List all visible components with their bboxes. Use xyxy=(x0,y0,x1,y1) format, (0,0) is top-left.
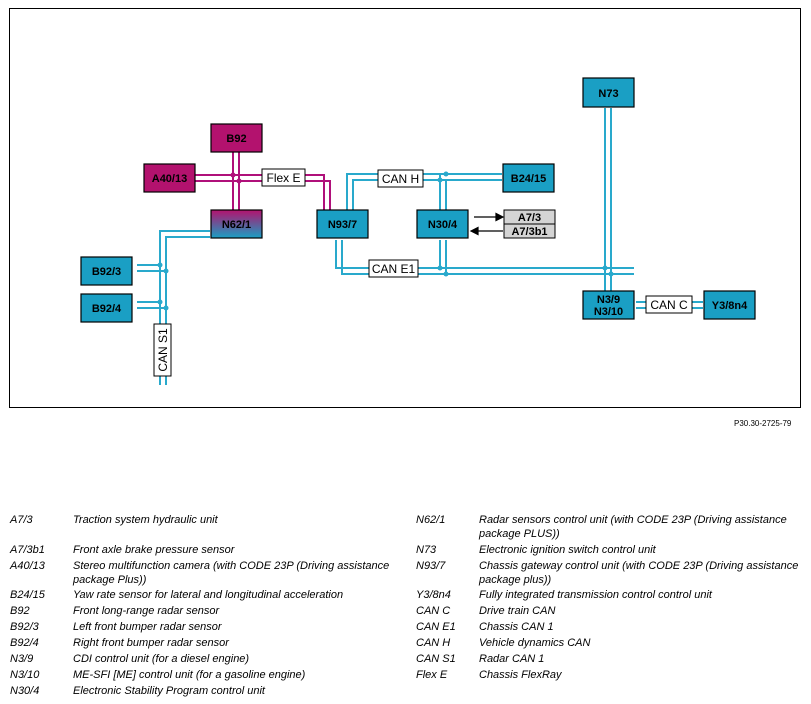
legend-description: Drive train CAN xyxy=(479,605,556,617)
legend-code: N73 xyxy=(416,544,437,556)
legend-code: CAN S1 xyxy=(416,653,456,665)
node-n73: N73 xyxy=(582,77,635,108)
legend-code: Y3/8n4 xyxy=(416,589,451,601)
svg-text:A7/3b1: A7/3b1 xyxy=(511,226,547,238)
legend-description: Radar sensors control unit (with CODE 23… xyxy=(479,514,787,540)
svg-text:Flex E: Flex E xyxy=(266,171,300,185)
svg-text:Y3/8n4: Y3/8n4 xyxy=(712,300,748,312)
svg-text:CAN C: CAN C xyxy=(650,298,688,312)
node-n3-9-n3-10: N3/9 N3/10 xyxy=(582,290,635,320)
svg-text:N93/7: N93/7 xyxy=(328,219,357,231)
svg-text:N73: N73 xyxy=(598,88,618,100)
svg-text:A40/13: A40/13 xyxy=(152,173,187,185)
svg-text:B92/3: B92/3 xyxy=(92,266,121,278)
node-b92: B92 xyxy=(210,123,263,153)
legend-code: N3/9 xyxy=(10,653,34,665)
legend-code: N93/7 xyxy=(416,560,446,572)
legend-code: B92/3 xyxy=(10,621,39,633)
n73-can-line xyxy=(604,108,612,292)
legend-description: Electronic ignition switch control unit xyxy=(479,544,656,556)
diagram-frame xyxy=(9,8,801,408)
legend-description: Chassis gateway control unit (with CODE … xyxy=(479,560,799,586)
legend-code: B24/15 xyxy=(10,589,45,601)
network-diagram: Flex E CAN H CAN E1 CAN C CAN S1 N73 B92… xyxy=(80,77,756,385)
label-can-s1: CAN S1 xyxy=(153,323,172,377)
node-y3-8n4: Y3/8n4 xyxy=(703,290,756,320)
legend-code: CAN C xyxy=(416,605,451,617)
can-e1-line xyxy=(335,240,634,275)
legend-code: A7/3 xyxy=(10,514,33,526)
legend-description: Fully integrated transmission control co… xyxy=(479,589,712,601)
svg-text:CAN H: CAN H xyxy=(382,172,419,186)
legend-code: N3/10 xyxy=(10,669,40,681)
node-b92-4: B92/4 xyxy=(80,293,133,323)
legend-code: B92/4 xyxy=(10,637,39,649)
legend-description: Right front bumper radar sensor xyxy=(73,637,229,649)
label-can-e1: CAN E1 xyxy=(368,259,419,278)
legend-code: Flex E xyxy=(416,669,448,681)
n30-4-can-e1-tie xyxy=(439,240,447,274)
legend-description: ME-SFI [ME] control unit (for a gasoline… xyxy=(73,669,306,681)
legend-code: N30/4 xyxy=(10,685,40,697)
legend-description: Stereo multifunction camera (with CODE 2… xyxy=(73,560,390,586)
node-n30-4: N30/4 xyxy=(416,209,469,239)
can-h-line xyxy=(346,173,502,211)
arrows-a7 xyxy=(469,212,505,236)
legend-description: Front axle brake pressure sensor xyxy=(73,544,235,556)
label-flex-e: Flex E xyxy=(261,168,306,187)
legend-description: Front long-range radar sensor xyxy=(73,605,220,617)
legend-code: A7/3b1 xyxy=(10,544,45,556)
legend-code: CAN H xyxy=(416,637,451,649)
svg-text:N3/10: N3/10 xyxy=(594,306,623,318)
node-a7-3: A7/3 xyxy=(503,209,556,225)
svg-text:B92: B92 xyxy=(226,133,246,145)
legend-description: Traction system hydraulic unit xyxy=(73,514,218,526)
svg-text:N30/4: N30/4 xyxy=(428,219,458,231)
label-can-h: CAN H xyxy=(377,169,424,188)
node-n93-7: N93/7 xyxy=(316,209,369,239)
node-a40-13: A40/13 xyxy=(143,163,196,193)
svg-text:B24/15: B24/15 xyxy=(511,173,546,185)
svg-text:CAN E1: CAN E1 xyxy=(372,262,416,276)
legend-code: CAN E1 xyxy=(416,621,456,633)
svg-text:A7/3: A7/3 xyxy=(518,212,541,224)
legend-description: Radar CAN 1 xyxy=(479,653,545,665)
svg-text:B92/4: B92/4 xyxy=(92,303,122,315)
figure-reference: P30.30-2725-79 xyxy=(734,419,792,428)
can-s1-stub-b92-4 xyxy=(137,301,166,309)
legend-description: Vehicle dynamics CAN xyxy=(479,637,591,649)
legend-description: Electronic Stability Program control uni… xyxy=(73,685,265,697)
svg-text:N62/1: N62/1 xyxy=(222,219,251,231)
legend-description: Chassis CAN 1 xyxy=(479,621,554,633)
svg-text:CAN S1: CAN S1 xyxy=(156,328,170,372)
node-a7-3b1: A7/3b1 xyxy=(503,223,556,239)
legend-code: B92 xyxy=(10,605,30,617)
node-b92-3: B92/3 xyxy=(80,256,133,286)
svg-text:N3/9: N3/9 xyxy=(597,294,620,306)
legend-code: N62/1 xyxy=(416,514,446,526)
legend-code: A40/13 xyxy=(10,560,45,572)
node-b24-15: B24/15 xyxy=(502,163,555,193)
can-s1-stub-b92-3 xyxy=(137,264,166,272)
legend-description: CDI control unit (for a diesel engine) xyxy=(73,653,250,665)
label-can-c: CAN C xyxy=(645,295,693,314)
legend-description: Yaw rate sensor for lateral and longitud… xyxy=(73,589,344,601)
junction-dots xyxy=(157,171,614,311)
node-n62-1: N62/1 xyxy=(210,209,263,239)
legend-description: Chassis FlexRay xyxy=(479,669,562,681)
legend-description: Left front bumper radar sensor xyxy=(73,621,222,633)
